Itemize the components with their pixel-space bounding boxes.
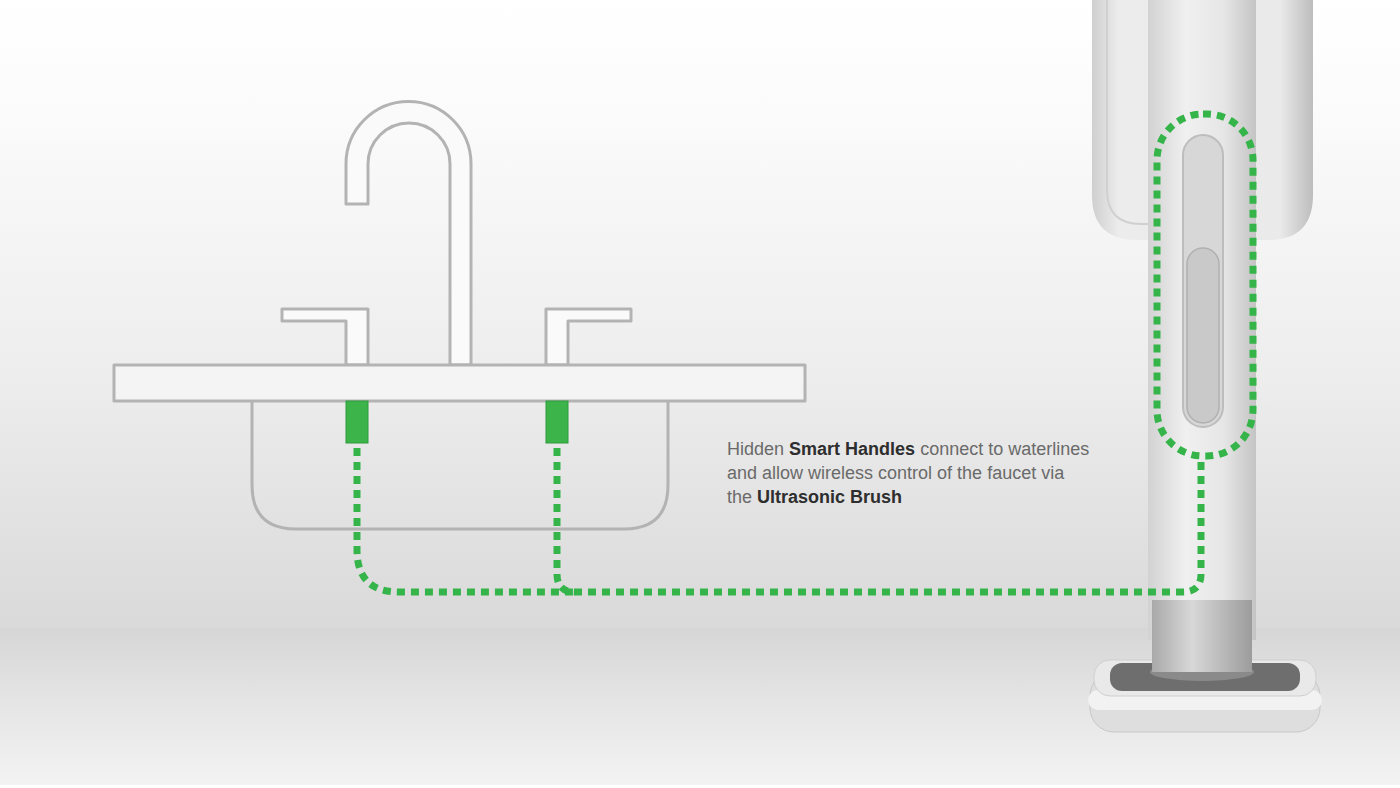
highlight-term: Smart Handles xyxy=(789,439,915,459)
control-slot xyxy=(1183,135,1223,427)
brush-head-edge xyxy=(1107,0,1150,224)
brush-neck-lower xyxy=(1152,640,1252,672)
floor-edge xyxy=(0,785,1400,788)
sink-basin xyxy=(252,401,668,529)
control-highlight xyxy=(1157,114,1253,456)
wall-background xyxy=(0,0,1400,630)
brush-handle xyxy=(1148,0,1256,640)
smart-handle xyxy=(346,401,368,443)
wireless-link xyxy=(357,448,575,592)
control-slider xyxy=(1187,248,1219,423)
caption-run: Hidden xyxy=(727,439,784,459)
brush-neck xyxy=(1152,598,1252,678)
caption-text: HiddenSmart Handlesconnect to waterlines… xyxy=(727,437,1095,509)
right-handle xyxy=(546,309,631,365)
countertop xyxy=(114,365,805,401)
left-handle xyxy=(282,309,368,365)
highlight-term: Ultrasonic Brush xyxy=(757,487,902,507)
smart-handle xyxy=(546,401,568,443)
floor-surface xyxy=(0,628,1400,788)
